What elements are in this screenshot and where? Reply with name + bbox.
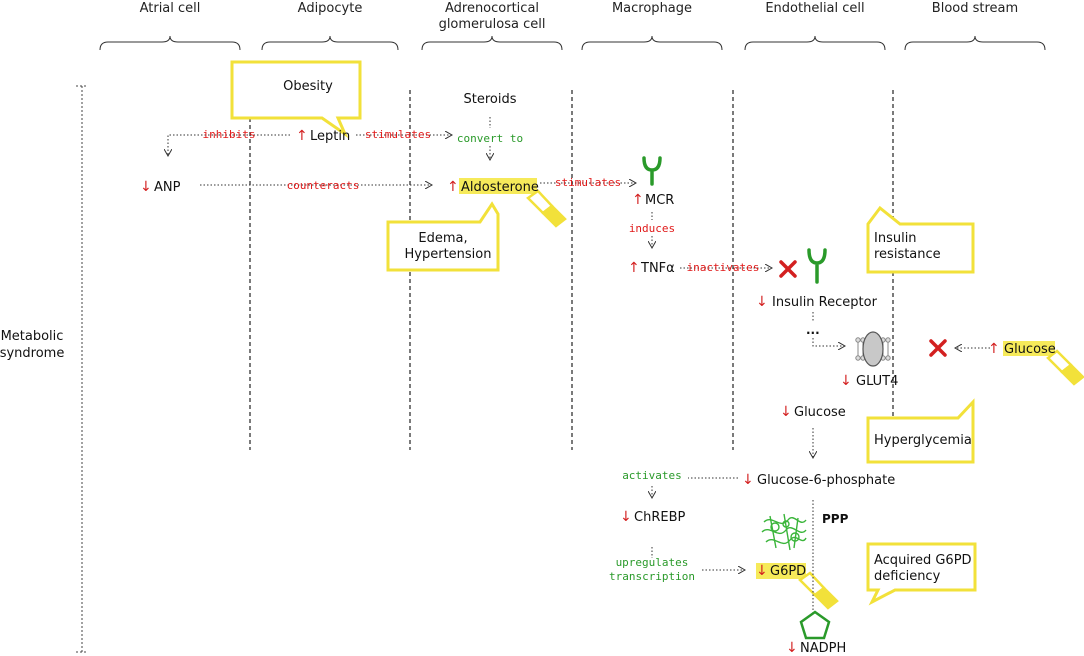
relation-activates: activates xyxy=(622,469,682,482)
callout-g6pd-line2: deficiency xyxy=(874,569,941,584)
glut4-down-arrow: ↓ xyxy=(840,373,852,389)
callouts xyxy=(230,60,977,606)
arrows xyxy=(168,117,990,622)
header-adipocyte: Adipocyte xyxy=(298,1,363,16)
column-headers: Atrial cell Adipocyte Adrenocortical glo… xyxy=(140,1,1019,32)
highlight-aldosterone xyxy=(459,178,537,194)
callout-obesity-box xyxy=(230,60,362,139)
tnfa-up-arrow: ↑ xyxy=(628,260,640,276)
highlighter-pens xyxy=(526,189,1084,610)
node-insulin-receptor: Insulin Receptor xyxy=(772,295,878,310)
node-mcr: MCR xyxy=(645,193,674,208)
cross-icon-receptor xyxy=(779,260,797,278)
callout-insulin-box xyxy=(866,205,975,274)
header-atrial-cell: Atrial cell xyxy=(140,1,201,16)
node-g6pd: G6PD xyxy=(770,564,806,579)
mcr-up-arrow: ↑ xyxy=(632,192,644,208)
highlighter-pen-glucose xyxy=(1046,349,1084,386)
header-endothelial-cell: Endothelial cell xyxy=(765,1,864,16)
node-tnfa: TNFα xyxy=(640,261,675,276)
glucose-blood-up-arrow: ↑ xyxy=(988,341,1000,357)
arrow-dots-to-glut4 xyxy=(812,338,845,346)
node-glucose-blood: Glucose xyxy=(1004,342,1056,357)
relation-inhibits: inhibits xyxy=(203,128,256,141)
header-blood-stream: Blood stream xyxy=(932,1,1018,16)
relation-stimulates-1: stimulates xyxy=(365,128,431,141)
metabolic-syndrome-bracket: Metabolic syndrome xyxy=(0,85,88,653)
callout-g6pd-box xyxy=(866,542,977,606)
cross-marks xyxy=(779,260,947,357)
glucose-down-arrow: ↓ xyxy=(780,404,792,420)
relation-inactivates: inactivates xyxy=(687,261,760,274)
column-dividers xyxy=(249,90,894,450)
header-macrophage: Macrophage xyxy=(612,1,692,16)
g6pd-down-arrow: ↓ xyxy=(756,563,768,579)
brace-atrial xyxy=(99,35,241,51)
brace-adrenocortical xyxy=(421,35,563,51)
node-anp: ANP xyxy=(154,180,181,195)
node-dots: ... xyxy=(806,323,820,337)
relation-convert-to: convert to xyxy=(457,132,523,145)
relation-labels: inhibits stimulates convert to counterac… xyxy=(203,128,760,583)
callout-edema-line1: Edema, xyxy=(418,231,467,246)
brace-adipocyte xyxy=(261,35,399,51)
callout-hyperglycemia-box xyxy=(866,398,975,464)
column-braces xyxy=(99,35,1046,51)
brace-blood xyxy=(904,35,1046,51)
highlighter-pen-g6pd xyxy=(798,571,839,610)
side-label-line1: Metabolic xyxy=(1,329,64,344)
node-ppp: PPP xyxy=(822,512,849,526)
callout-g6pd-line1: Acquired G6PD xyxy=(874,553,972,568)
header-adrenocortical-line2: glomerulosa cell xyxy=(439,17,546,32)
nadph-down-arrow: ↓ xyxy=(786,640,798,656)
callout-obesity: Obesity xyxy=(283,79,333,94)
node-nadph: NADPH xyxy=(800,641,846,656)
insulin-receptor-icon xyxy=(807,248,827,284)
header-adrenocortical-line1: Adrenocortical xyxy=(445,1,539,16)
cross-icon-glut4 xyxy=(929,339,947,357)
node-glucose-6-phosphate: Glucose-6-phosphate xyxy=(757,473,895,488)
node-chrebp: ChREBP xyxy=(634,510,685,525)
mcr-receptor-icon xyxy=(642,156,662,186)
node-glucose: Glucose xyxy=(794,405,846,420)
leptin-up-arrow: ↑ xyxy=(296,128,308,144)
brace-endothelial xyxy=(744,35,886,51)
anp-down-arrow: ↓ xyxy=(140,179,152,195)
g6pd-protein-icon xyxy=(761,513,807,551)
glut4-transporter-icon xyxy=(855,331,891,367)
highlights xyxy=(459,178,1055,579)
node-steroids: Steroids xyxy=(464,92,517,107)
aldosterone-up-arrow: ↑ xyxy=(447,179,459,195)
highlight-glucose-blood xyxy=(1003,341,1055,356)
node-aldosterone: Aldosterone xyxy=(461,180,539,195)
side-label-line2: syndrome xyxy=(0,346,64,361)
callout-insulin-line1: Insulin xyxy=(874,231,917,246)
relation-upregulates-line1: upregulates xyxy=(616,556,689,569)
callout-texts: Obesity Edema, Hypertension Insulin resi… xyxy=(283,79,972,584)
g6p-down-arrow: ↓ xyxy=(742,472,754,488)
nadph-pentagon-icon xyxy=(799,610,831,640)
relation-stimulates-2: stimulates xyxy=(555,176,621,189)
relation-counteracts: counteracts xyxy=(287,179,360,192)
callout-edema-line2: Hypertension xyxy=(405,247,492,262)
highlight-g6pd xyxy=(756,563,806,579)
callout-insulin-line2: resistance xyxy=(874,247,941,262)
insulin-receptor-down-arrow: ↓ xyxy=(756,294,768,310)
node-leptin: Leptin xyxy=(310,129,350,144)
callout-edema-box xyxy=(386,201,500,272)
relation-upregulates-line2: transcription xyxy=(609,570,695,583)
brace-macrophage xyxy=(581,35,723,51)
node-glut4: GLUT4 xyxy=(856,374,898,389)
chrebp-down-arrow: ↓ xyxy=(620,509,632,525)
relation-induces: induces xyxy=(629,222,675,235)
callout-hyperglycemia: Hyperglycemia xyxy=(874,433,972,448)
highlighter-pen-aldosterone xyxy=(526,189,567,228)
receptor-icons xyxy=(642,156,827,284)
nodes: ↑ Leptin Steroids ↓ ANP ↑ Aldosterone ↑ … xyxy=(140,92,1056,656)
